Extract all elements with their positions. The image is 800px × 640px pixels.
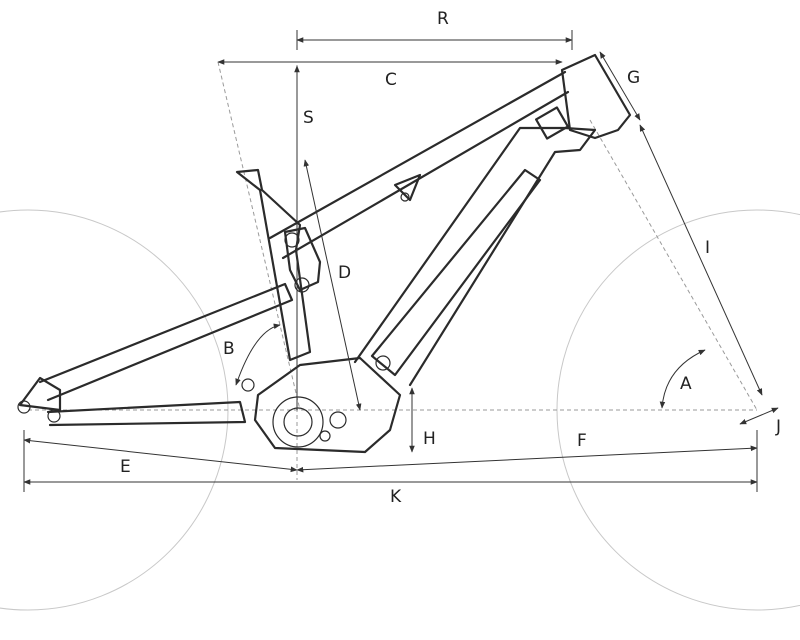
dim-a-arc [659,349,706,409]
dim-f-line [296,445,758,473]
label-c: C [385,70,397,90]
label-r: R [437,9,449,29]
dim-g-line [599,51,641,121]
frame [17,53,632,454]
label-a: A [680,374,692,394]
label-f: F [577,431,587,451]
head-tube-extension-line [589,119,758,411]
dim-e-line [23,437,298,473]
front-wheel [556,209,800,611]
seat-tube-extension-line [217,61,301,411]
label-s: S [303,108,314,128]
label-e: E [120,457,131,477]
label-g: G [627,68,640,88]
label-j: J [775,417,781,437]
dim-i-line [639,124,763,396]
label-d: D [338,263,351,283]
label-h: H [423,429,436,449]
label-b: B [223,339,235,359]
dim-b-arc [235,323,281,386]
label-i: I [705,238,710,258]
dim-j-line [739,407,779,425]
dim-d-line [303,159,362,411]
label-k: K [390,487,402,507]
